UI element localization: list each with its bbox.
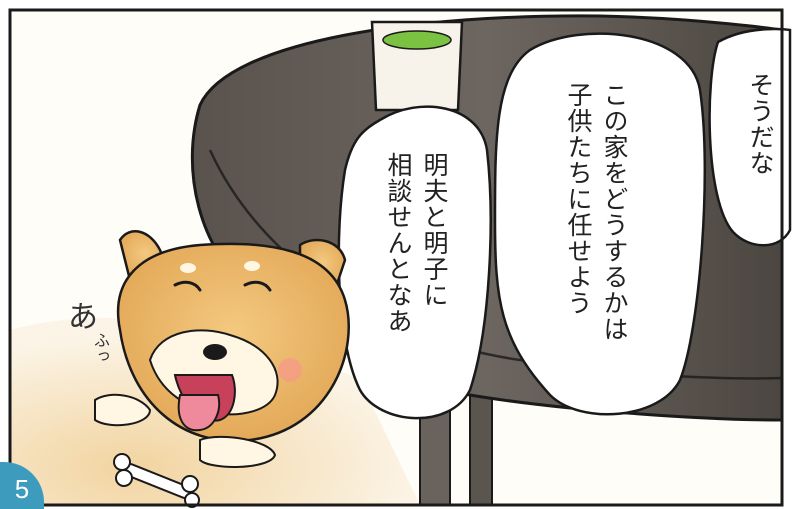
dog-nose (203, 344, 227, 360)
dog-cheek (278, 358, 302, 382)
table-rim (208, 149, 783, 380)
bone-toy (113, 453, 200, 508)
bubble-right-text: そうだな (746, 72, 775, 176)
dog-paw-left (94, 393, 152, 427)
panel-border (8, 8, 784, 507)
dog-eye-left (173, 280, 202, 292)
shiba-dog (94, 230, 350, 468)
dog-brow-left (180, 263, 196, 273)
sfx-a: あ (68, 300, 98, 335)
tea (382, 30, 452, 50)
dog-paw-right (199, 435, 277, 468)
dog-brow-right (244, 261, 260, 271)
bubble-left-shape (337, 105, 492, 420)
dog-eye-right (243, 280, 272, 292)
bubble-middle-shape (493, 32, 707, 416)
bubble-left-text: 明夫と明子に 相談せんとなあ (384, 152, 449, 334)
bubble-right-shape (708, 27, 792, 247)
dog-tongue (177, 394, 220, 432)
sfx-b: ふっ (91, 332, 110, 364)
bubble-middle-text: この家をどうするかは 子供たちに任せよう (564, 82, 629, 342)
